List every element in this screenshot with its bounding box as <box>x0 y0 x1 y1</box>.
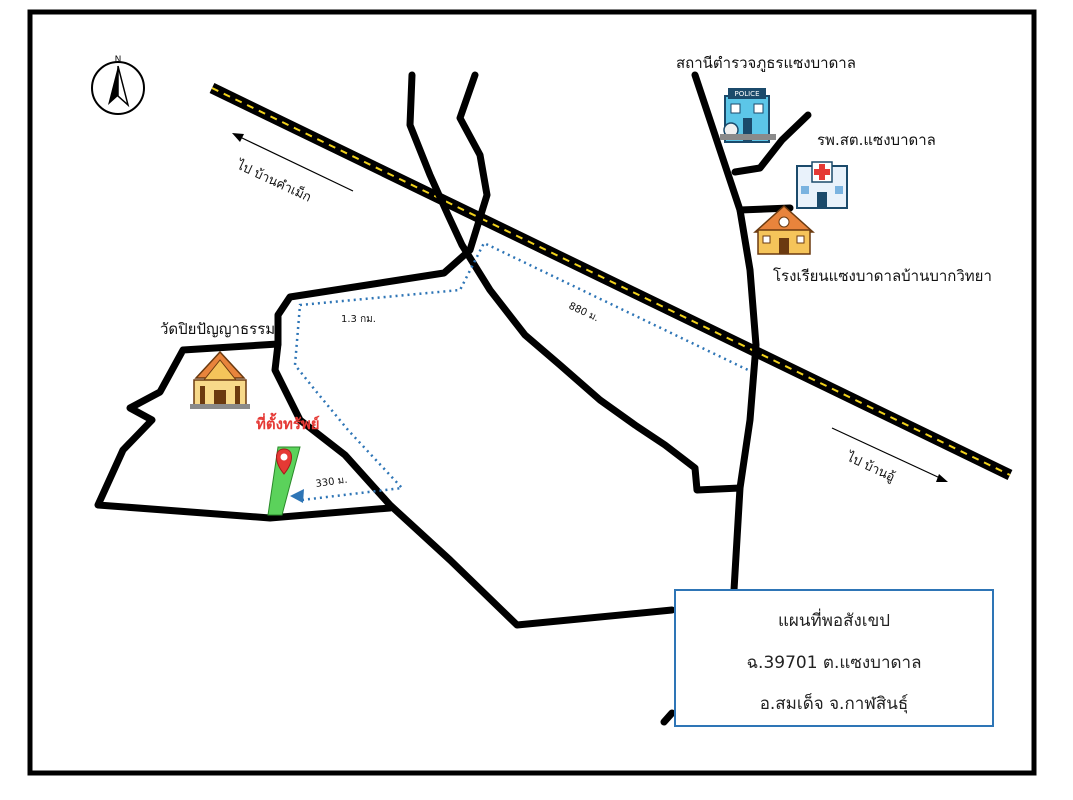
map-frame <box>27 9 1037 776</box>
direction-label-west: ไป บ้านคำเม็ก <box>233 155 314 206</box>
distance-label-1: 1.3 กม. <box>341 314 376 325</box>
route-dotted <box>293 241 749 502</box>
highway <box>209 83 1013 480</box>
route-arrowhead <box>290 489 304 503</box>
compass-icon: N <box>91 55 145 115</box>
police-station-icon: POLICE <box>720 88 776 143</box>
legend-line-parcel: ฉ.39701 ต.แซงบาดาล <box>746 653 922 673</box>
direction-arrow-east <box>831 427 948 482</box>
temple-label: วัดปิยปัญญาธรรม <box>160 320 275 338</box>
health-center-label: รพ.สต.แซงบาดาล <box>817 131 936 149</box>
road-south <box>271 340 676 629</box>
distance-label-2: 880 ม. <box>567 301 601 325</box>
compass-north-letter: N <box>115 55 122 65</box>
road-east <box>691 71 760 594</box>
roads <box>94 71 812 726</box>
school-label: โรงเรียนแซงบาดาลบ้านบากวิทยา <box>773 267 992 285</box>
police-station-label: สถานีตำรวจภูธรแซงบาดาล <box>676 54 856 72</box>
map-legend-box: แผนที่พอสังเขป ฉ.39701 ต.แซงบาดาล อ.สมเด… <box>674 589 994 727</box>
road-spur-police <box>731 111 812 176</box>
location-pin-icon <box>276 448 292 475</box>
legend-title: แผนที่พอสังเขป <box>777 611 891 631</box>
road-spur-bottom <box>660 709 676 726</box>
road-main <box>406 71 744 494</box>
distance-label-3: 330 ม. <box>315 475 348 490</box>
direction-arrow-west <box>232 133 354 192</box>
property-plot <box>267 446 301 516</box>
health-center-icon <box>796 161 848 209</box>
road-branch-a <box>274 71 491 348</box>
property-label: ที่ตั้งทรัพย์ <box>256 412 320 433</box>
police-sign-text: POLICE <box>734 90 759 98</box>
legend-line-district: อ.สมเด็จ จ.กาฬสินธุ์ <box>759 694 909 714</box>
temple-icon <box>190 350 250 409</box>
road-west-loop <box>94 340 394 522</box>
school-icon <box>753 204 815 255</box>
